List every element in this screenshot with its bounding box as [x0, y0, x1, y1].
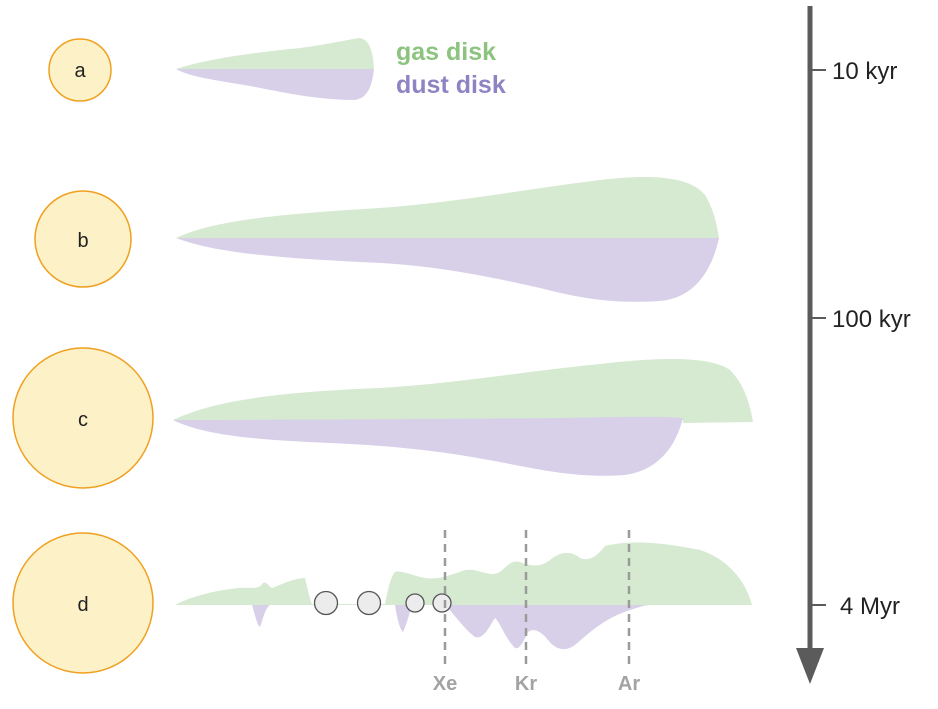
time-axis: 10 kyr 100 kyr 4 Myr	[796, 6, 911, 684]
star-c	[12, 347, 154, 489]
legend-gas: gas disk	[396, 38, 496, 66]
star-label-d: d	[77, 594, 88, 616]
star-label-a: a	[74, 60, 86, 82]
snowlines: Xe Kr Ar	[433, 530, 640, 695]
star-label-c: c	[78, 409, 88, 431]
star-b	[34, 190, 132, 288]
dust-disk-d	[175, 605, 650, 650]
dust-disk-c	[173, 416, 683, 476]
gas-disk-d	[175, 542, 752, 605]
stage-d: d Xe Kr Ar	[12, 530, 752, 695]
stage-a: a	[48, 38, 374, 102]
planetesimal-1	[313, 590, 339, 616]
down-arrow-icon	[796, 648, 824, 684]
snowline-label-xe: Xe	[433, 673, 457, 695]
snowline-label-ar: Ar	[618, 673, 640, 695]
gas-disk-a	[176, 38, 374, 69]
gas-disk-b	[176, 176, 719, 238]
snowline-label-kr: Kr	[515, 673, 537, 695]
time-label-100kyr: 100 kyr	[832, 306, 911, 333]
planetesimal-2	[356, 590, 382, 616]
dust-disk-b	[176, 238, 719, 302]
dust-disk-a	[176, 69, 374, 100]
time-label-10kyr: 10 kyr	[832, 58, 897, 85]
legend-dust: dust disk	[396, 71, 506, 99]
stage-b: b	[34, 176, 719, 302]
planetesimal-3	[405, 593, 425, 613]
star-a	[48, 38, 112, 102]
planetesimals	[313, 590, 452, 616]
star-d	[12, 532, 154, 674]
gas-disk-c	[173, 359, 753, 423]
legend: gas disk dust disk	[396, 38, 506, 99]
stage-c: c	[12, 347, 753, 489]
planetesimal-4	[432, 593, 452, 613]
time-label-4myr: 4 Myr	[840, 593, 900, 620]
star-label-b: b	[77, 230, 88, 252]
